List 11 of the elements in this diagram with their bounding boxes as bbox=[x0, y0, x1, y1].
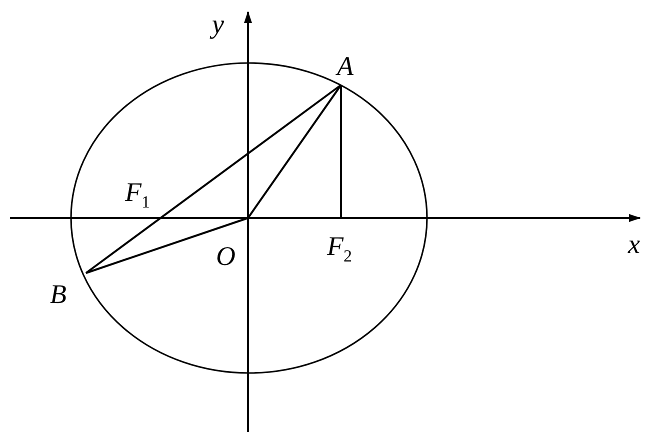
axis-label: y bbox=[212, 10, 224, 38]
point-label: B bbox=[50, 280, 66, 308]
line-segment bbox=[85, 84, 342, 274]
point-label: F$_{1}$ bbox=[125, 178, 150, 216]
point-label: A bbox=[337, 52, 354, 80]
line-segment bbox=[247, 84, 342, 219]
line-segment bbox=[86, 217, 248, 274]
point-label: F$_{2}$ bbox=[327, 232, 352, 270]
point-label: O bbox=[216, 242, 236, 270]
line-segment bbox=[340, 85, 342, 218]
axis-label: x bbox=[628, 230, 640, 258]
